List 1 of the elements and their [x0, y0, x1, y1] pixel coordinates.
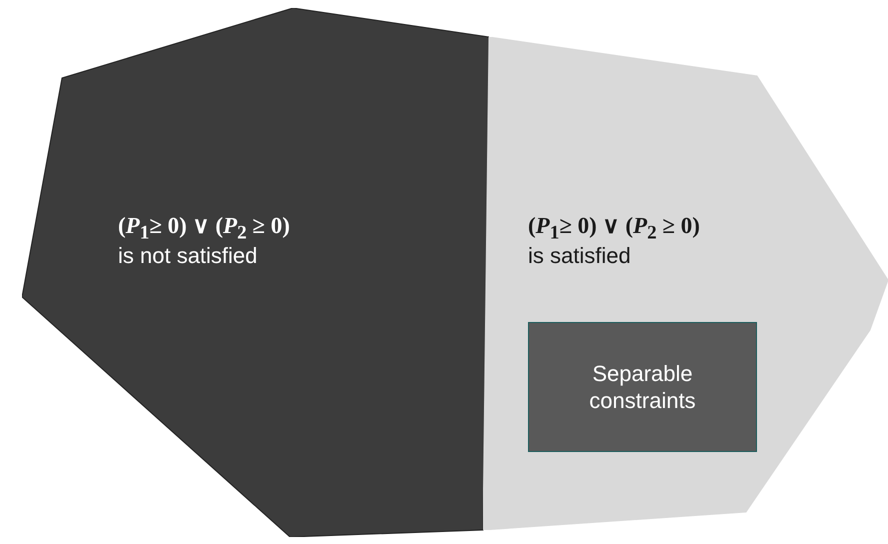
constraint-box: Separable constraints	[528, 322, 757, 452]
